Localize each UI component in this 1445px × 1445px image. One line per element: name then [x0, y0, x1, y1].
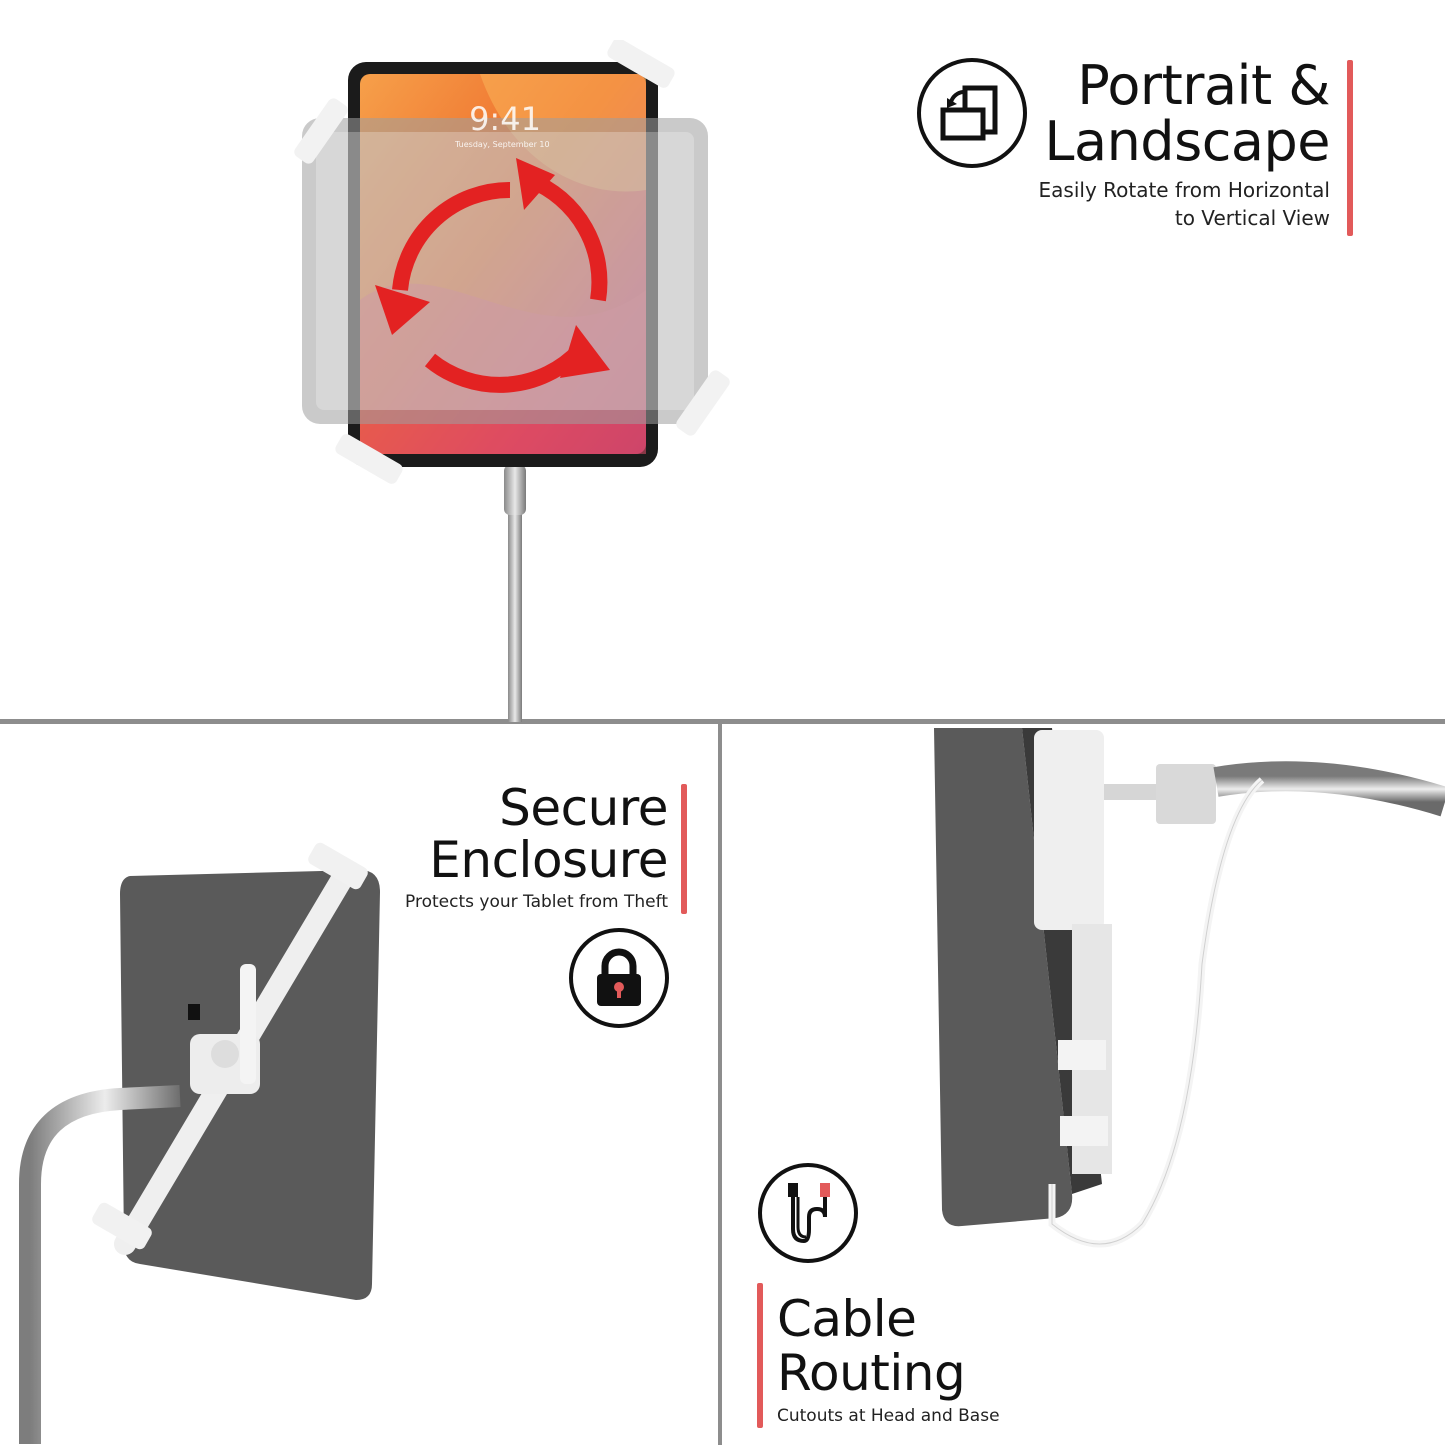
feature-subtitle-line1: Easily Rotate from Horizontal — [1038, 178, 1330, 202]
horizontal-divider — [0, 719, 1445, 724]
accent-bar — [1347, 60, 1353, 236]
feature-title-line2: Enclosure — [429, 831, 668, 889]
feature-title-line2: Landscape — [1044, 110, 1330, 173]
tablet-lockscreen-date: Tuesday, September 10 — [455, 140, 550, 149]
feature-title-line1: Portrait & — [1077, 54, 1330, 117]
feature-subtitle-line1: Protects your Tablet from Theft — [405, 892, 668, 912]
feature-title-line1: Secure — [499, 779, 668, 837]
feature-secure-enclosure: Secure Enclosure Protects your Tablet fr… — [330, 782, 668, 916]
accent-bar — [757, 1283, 763, 1428]
feature-subtitle-line1: Cutouts at Head and Base — [777, 1406, 1000, 1426]
rotate-screens-icon — [917, 58, 1027, 168]
padlock-icon — [569, 928, 669, 1028]
tablet-lockscreen-time: 9:41 — [469, 100, 541, 138]
feature-cable-routing: Cable Routing Cutouts at Head and Base — [777, 1292, 1137, 1430]
feature-title-line2: Routing — [777, 1344, 966, 1402]
usb-cable-icon — [758, 1163, 858, 1263]
feature-title-line1: Cable — [777, 1290, 917, 1348]
feature-subtitle-line2: to Vertical View — [1174, 206, 1330, 230]
accent-bar — [681, 784, 687, 914]
feature-portrait-landscape: Portrait & Landscape Easily Rotate from … — [990, 54, 1331, 232]
vertical-divider — [718, 724, 722, 1445]
